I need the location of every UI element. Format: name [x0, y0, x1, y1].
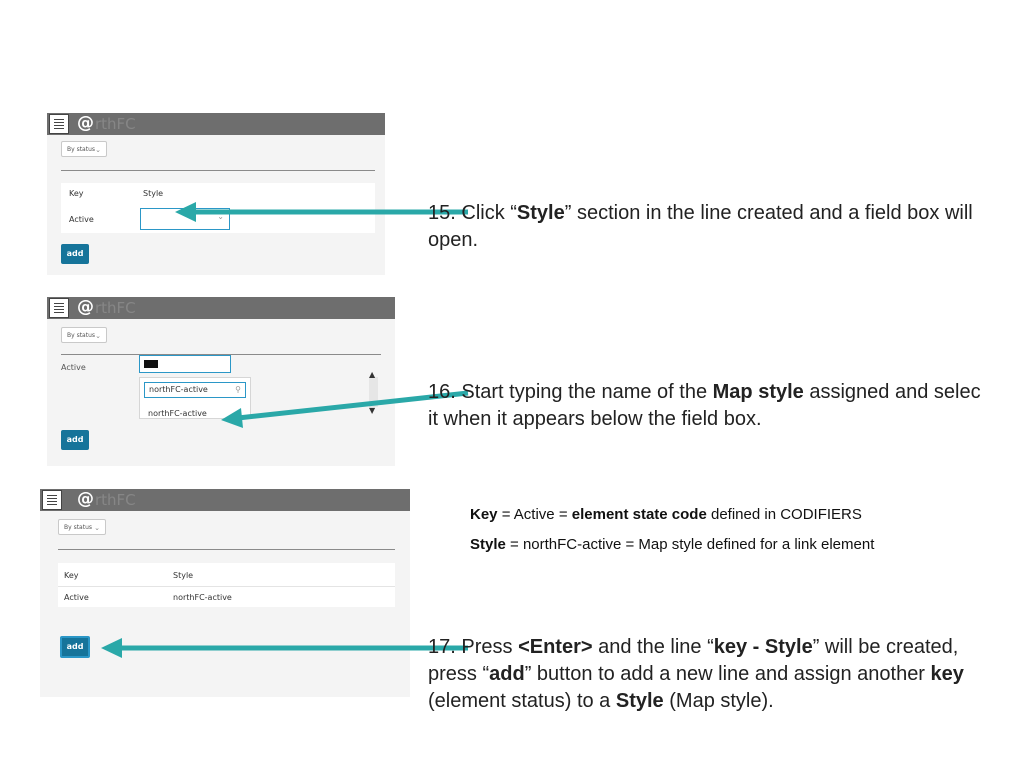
add-button[interactable]: add	[61, 244, 89, 264]
step-15-text: 15. Click “Style” section in the line cr…	[428, 200, 1008, 254]
app-header-bar	[40, 489, 410, 511]
step-number: 16.	[428, 381, 456, 403]
chevron-down-icon: ⌄	[95, 146, 101, 154]
arrow-left-icon	[175, 202, 468, 222]
app-header-bar	[47, 113, 385, 135]
dropdown-option[interactable]: northFC-active	[148, 409, 207, 418]
chevron-down-icon: ⌄	[217, 212, 224, 221]
search-icon: ⚲	[235, 385, 241, 394]
row-key-cell: Active	[61, 363, 86, 372]
text-bold: key - Style	[713, 636, 813, 658]
row-style-cell: northFC-active	[173, 593, 232, 602]
text-run: = northFC-active = Map style defined for…	[505, 536, 875, 553]
logo-ghost-text: rthFC	[95, 491, 136, 509]
text-run: defined in CODIFIERS	[706, 506, 862, 523]
chevron-down-icon: ⌄	[95, 332, 101, 340]
filter-select-value: By status	[67, 332, 96, 339]
column-header-key: Key	[69, 189, 84, 198]
text-bold: Map style	[712, 381, 804, 403]
row-separator	[58, 586, 395, 587]
column-header-style: Style	[173, 571, 194, 580]
text-run: ” button to add a new line and assign an…	[524, 663, 931, 685]
text-run: Click “	[461, 202, 517, 224]
filter-select-value: By status	[64, 524, 93, 531]
add-button[interactable]: add	[61, 430, 89, 450]
text-bold: Key	[470, 506, 498, 523]
text-bold: element state code	[571, 506, 707, 523]
scroll-up-icon[interactable]: ▲	[369, 370, 376, 379]
style-definition: Style = northFC-active = Map style defin…	[470, 535, 1010, 555]
text-run: ” section in the line created and a fiel…	[428, 202, 973, 251]
step-number: 15.	[428, 202, 456, 224]
arrow-left-icon	[101, 638, 468, 658]
text-bold: <Enter>	[518, 636, 593, 658]
text-bold: add	[489, 663, 525, 685]
text-run: ” will be created, press “	[428, 636, 959, 685]
logo-ghost-text: rthFC	[95, 299, 136, 317]
text-bold: Style	[470, 536, 506, 553]
screenshot-step-15: @ rthFC By status ⌄ Key Style Active ⌄ a…	[47, 113, 385, 275]
arrow-left-icon	[221, 390, 469, 428]
text-run: Start typing the name of the	[461, 381, 713, 403]
text-bold: key	[930, 663, 964, 685]
app-header-bar	[47, 297, 395, 319]
filter-select-value: By status	[67, 146, 96, 153]
screenshot-step-16: @ rthFC By status ⌄ Active northFC-activ…	[47, 297, 395, 466]
step-number: 17.	[428, 636, 456, 658]
list-icon[interactable]	[49, 114, 69, 134]
list-icon[interactable]	[49, 298, 69, 318]
text-run: (Map style).	[663, 690, 774, 712]
logo-at: @	[77, 489, 94, 509]
text-run: Press	[461, 636, 519, 658]
filter-select[interactable]: By status ⌄	[61, 327, 107, 343]
list-icon[interactable]	[42, 490, 62, 510]
style-search-input[interactable]: northFC-active ⚲	[144, 382, 246, 398]
style-select-open[interactable]	[139, 355, 231, 373]
text-run: (element status) to a	[428, 690, 616, 712]
logo-at: @	[77, 113, 94, 133]
style-dropdown: northFC-active ⚲ northFC-active	[139, 377, 251, 419]
screenshot-step-17: @ rthFC By status ⌄ Key Style Active nor…	[40, 489, 410, 697]
search-input-value: northFC-active	[149, 385, 208, 394]
logo-ghost-text: rthFC	[95, 115, 136, 133]
text-bold: Style	[615, 690, 664, 712]
logo-at: @	[77, 297, 94, 317]
key-style-table: Key Style Active northFC-active	[58, 563, 395, 607]
divider	[58, 549, 395, 550]
divider	[61, 354, 381, 355]
step-17-text: 17. Press <Enter> and the line “key - St…	[428, 634, 988, 715]
color-swatch-icon	[144, 360, 158, 368]
scroll-down-icon[interactable]: ▼	[369, 406, 376, 415]
filter-select[interactable]: By status ⌄	[61, 141, 107, 157]
filter-select[interactable]: By status ⌄	[58, 519, 106, 535]
text-run: and the line “	[592, 636, 714, 658]
key-definition: Key = Active = element state code define…	[470, 505, 1010, 525]
text-bold: Style	[516, 202, 565, 224]
divider	[61, 170, 375, 171]
text-run: = Active =	[497, 506, 572, 523]
text-run: assigned and selec it when it appears be…	[428, 381, 981, 430]
column-header-style: Style	[143, 189, 164, 198]
column-header-key: Key	[64, 571, 79, 580]
step-16-text: 16. Start typing the name of the Map sty…	[428, 379, 988, 433]
chevron-down-icon: ⌄	[94, 524, 100, 532]
row-key-cell: Active	[64, 593, 89, 602]
row-key-cell: Active	[69, 215, 94, 224]
add-button[interactable]: add	[60, 636, 90, 658]
scrollbar[interactable]	[369, 377, 378, 407]
